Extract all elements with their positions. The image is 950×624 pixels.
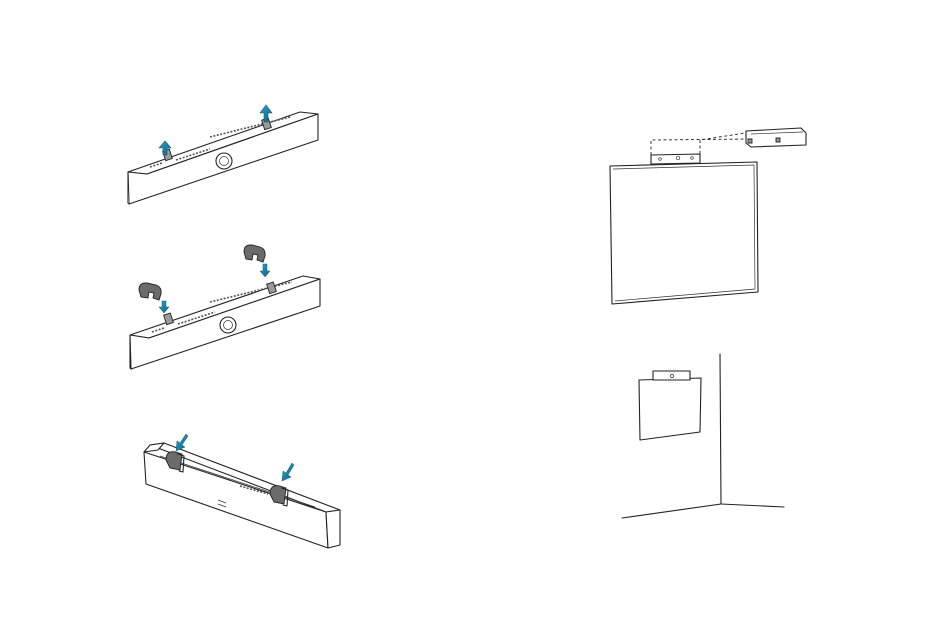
arrow-down-icon: [159, 301, 169, 313]
mounting-hook-icon: [139, 283, 161, 300]
arrow-down-icon: [176, 434, 188, 451]
step-2-soundbar-insert-hooks: [130, 245, 320, 369]
soundbar-unit-icon: [746, 128, 806, 147]
mount-above-display-diagram: [610, 128, 806, 304]
arrow-down-icon: [260, 264, 270, 277]
step-1-soundbar-remove-covers: [128, 105, 318, 204]
arrow-down-icon: [282, 463, 294, 481]
step-3-soundbar-hooks-installed: [144, 434, 340, 548]
arrow-up-icon: [260, 105, 272, 122]
mounting-hook-icon: [244, 245, 265, 262]
mount-room-wall-diagram: [622, 354, 784, 518]
